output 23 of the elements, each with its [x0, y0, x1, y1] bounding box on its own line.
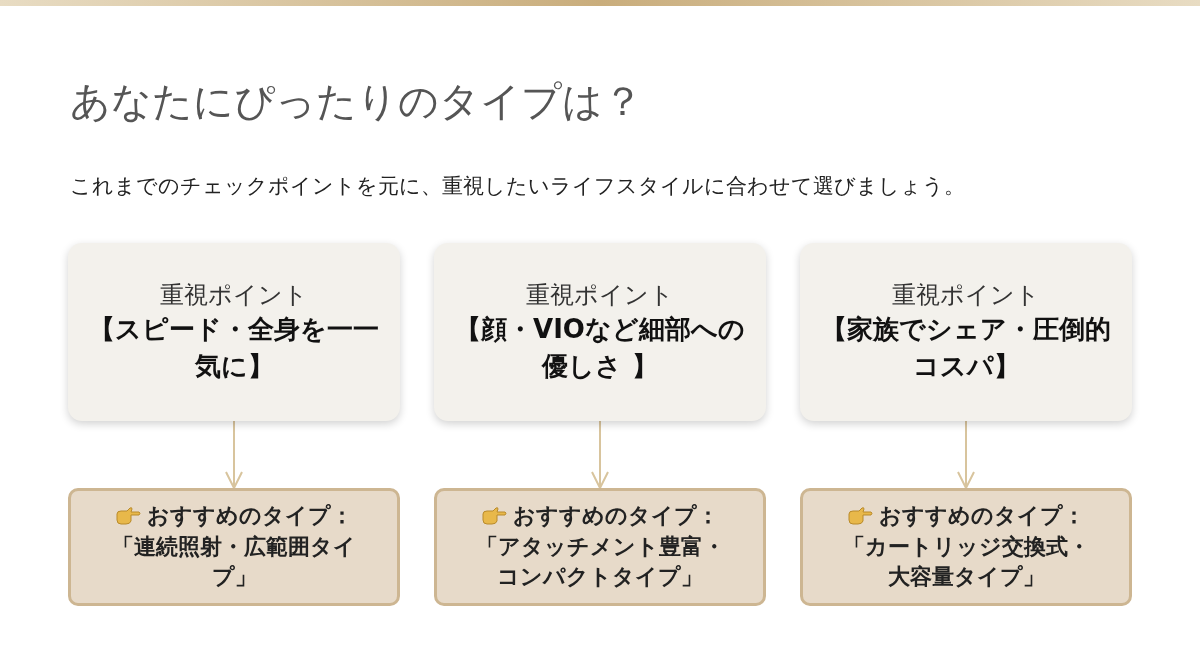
recommendation-box — [68, 488, 400, 606]
card-heading: 重視ポイント — [160, 280, 308, 311]
box-text: 「カートリッジ交換式・大容量タイプ」 — [841, 532, 1091, 592]
box-heading: おすすめのタイプ： — [147, 501, 353, 530]
card-text: 【スピード・全身を一一気に】 — [88, 313, 380, 383]
priority-card — [68, 243, 400, 421]
box-text: 「アタッチメント豊富・コンパクトタイプ」 — [474, 532, 726, 592]
arrow — [591, 420, 609, 489]
card-text: 【顔・VIOなど細部への優しさ 】 — [454, 313, 746, 383]
box-heading: おすすめのタイプ： — [879, 501, 1085, 530]
box-heading: おすすめのタイプ： — [513, 501, 719, 530]
recommendation-box — [800, 488, 1132, 606]
arrow — [957, 420, 975, 489]
priority-card — [434, 243, 766, 421]
priority-card — [800, 243, 1132, 421]
subtitle: これまでのチェックポイントを元に、重視したいライフスタイルに合わせて選びましょう。 — [70, 173, 965, 200]
recommendation-box — [434, 488, 766, 606]
arrow — [225, 420, 243, 489]
box-text: 「連続照射・広範囲タイプ」 — [111, 532, 357, 592]
card-heading: 重視ポイント — [526, 280, 674, 311]
slide-title: あなたにぴったりのタイプは？ — [70, 77, 643, 126]
card-text: 【家族でシェア・圧倒的コスパ】 — [820, 313, 1112, 383]
card-heading: 重視ポイント — [892, 280, 1040, 311]
